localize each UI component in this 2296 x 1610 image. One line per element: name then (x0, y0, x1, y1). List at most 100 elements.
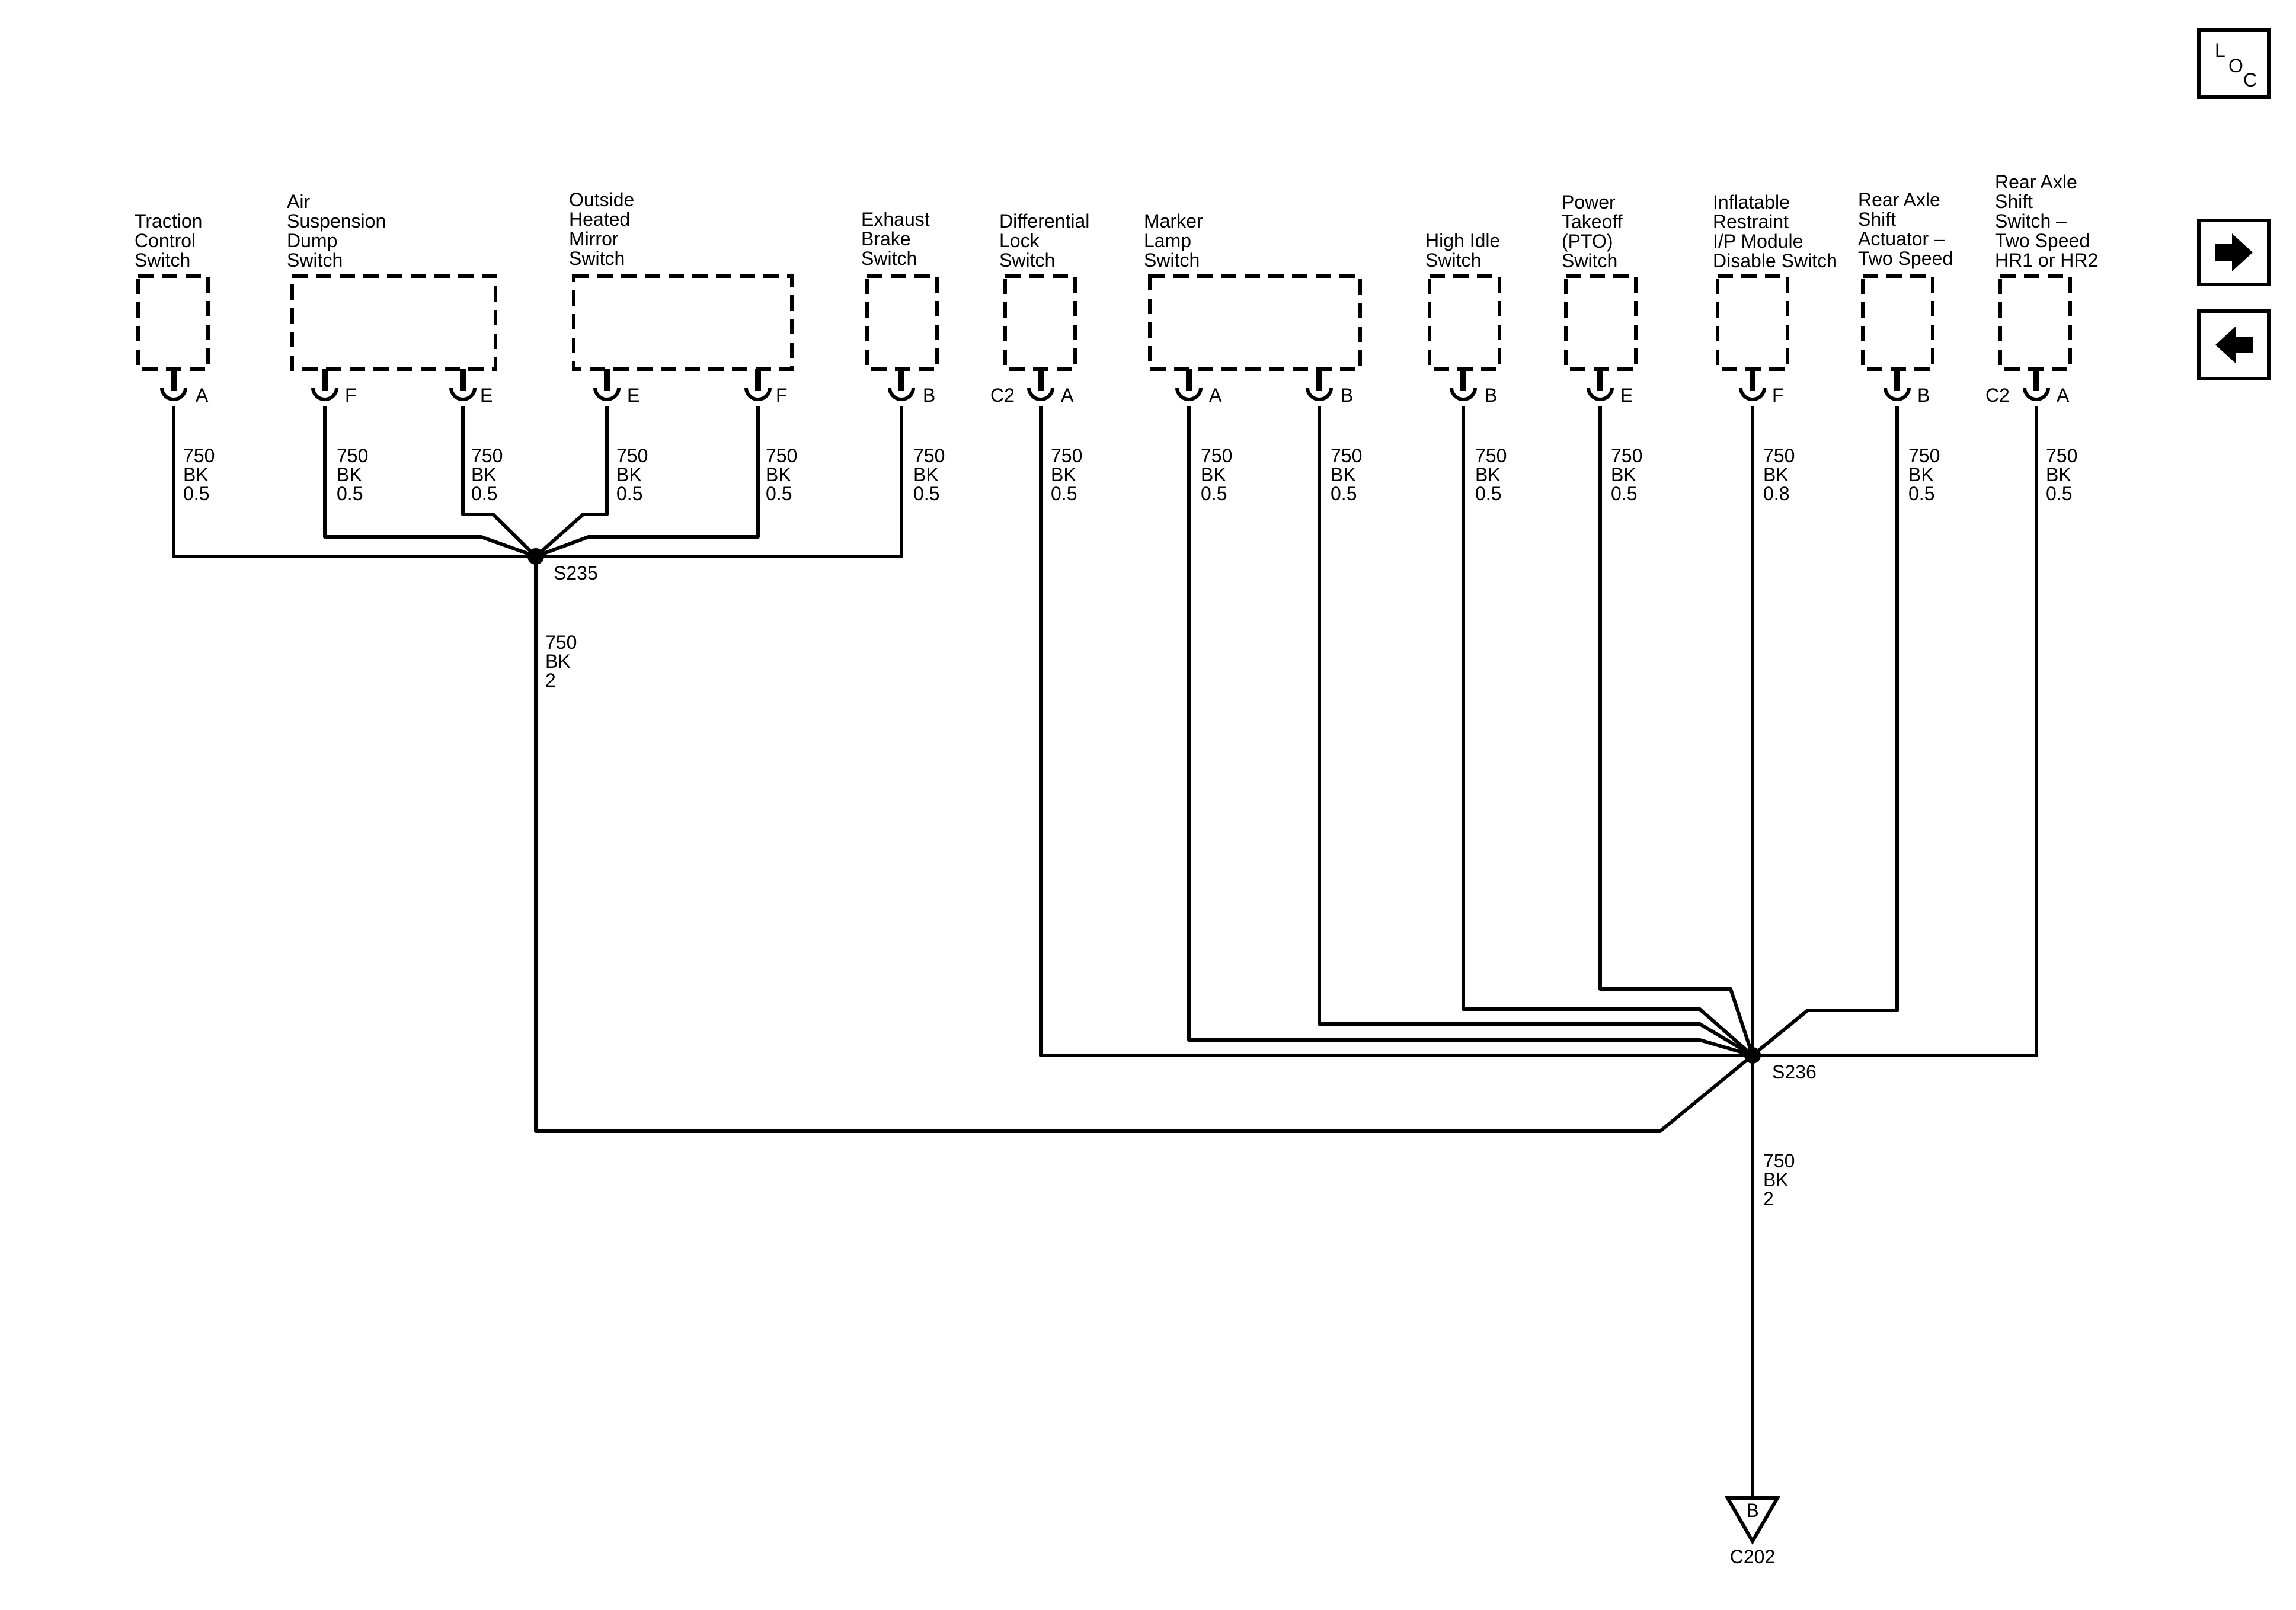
connector-air-susp-f (311, 369, 338, 401)
wire-axle-actuator (1751, 406, 1899, 1057)
svg-text:750: 750 (766, 445, 797, 466)
svg-text:BK: BK (471, 464, 497, 485)
next-page-button[interactable] (2197, 219, 2271, 286)
ground-connector-pin: B (1746, 1500, 1758, 1521)
pin-label: E (480, 385, 493, 406)
svg-text:0.5: 0.5 (1331, 483, 1357, 504)
wire-diff-axle-bus (1039, 406, 2038, 1057)
loc-button[interactable]: L O C (2197, 28, 2271, 99)
svg-text:Traction: Traction (135, 210, 202, 232)
svg-text:Actuator –: Actuator – (1858, 228, 1945, 249)
component-label-pto: Power Takeoff (PTO) Switch (1562, 191, 1623, 271)
svg-text:0.5: 0.5 (183, 483, 209, 504)
svg-text:Switch –: Switch – (1995, 210, 2067, 232)
wires (172, 406, 2038, 1498)
svg-text:BK: BK (616, 464, 642, 485)
svg-text:BK: BK (1763, 1169, 1789, 1190)
svg-text:750: 750 (1331, 445, 1362, 466)
svg-text:0.5: 0.5 (337, 483, 363, 504)
prev-page-button[interactable] (2197, 309, 2271, 380)
svg-text:750: 750 (337, 445, 368, 466)
svg-text:Switch: Switch (999, 249, 1055, 271)
svg-text:High Idle: High Idle (1425, 230, 1500, 251)
svg-text:0.5: 0.5 (616, 483, 642, 504)
svg-text:750: 750 (1611, 445, 1642, 466)
svg-text:750: 750 (913, 445, 945, 466)
pin-label: A (1209, 385, 1222, 406)
svg-text:750: 750 (1051, 445, 1082, 466)
svg-text:Marker: Marker (1144, 210, 1203, 232)
svg-text:0.8: 0.8 (1763, 483, 1789, 504)
svg-text:Two Speed: Two Speed (1858, 248, 1953, 269)
svg-text:BK: BK (1331, 464, 1356, 485)
ground-connector-label: C202 (1730, 1546, 1776, 1567)
connector-exhaust-b (888, 369, 915, 401)
loc-letter-o: O (2228, 55, 2243, 76)
axle-actuator-box (1861, 274, 1934, 371)
wire-label-s235-trunk: 750 BK 2 (545, 632, 577, 691)
arrow-right-icon (2215, 233, 2253, 271)
svg-text:Mirror: Mirror (569, 228, 619, 249)
svg-text:BK: BK (1763, 464, 1789, 485)
svg-text:750: 750 (1763, 445, 1795, 466)
pin-label: F (776, 385, 788, 406)
wire-pto (1598, 406, 1754, 1056)
pin-label: B (1917, 385, 1930, 406)
pin-label: E (627, 385, 639, 406)
svg-text:750: 750 (1201, 445, 1232, 466)
svg-text:Two Speed: Two Speed (1995, 230, 2090, 251)
svg-text:Lock: Lock (999, 230, 1040, 251)
wire-air-susp-e (461, 406, 538, 558)
pin-label: B (1485, 385, 1497, 406)
connector-air-susp-e (449, 369, 477, 401)
differential-lock-switch-box (1003, 274, 1077, 371)
svg-text:Takeoff: Takeoff (1562, 211, 1623, 232)
connector-symbols (160, 369, 2050, 401)
svg-text:2: 2 (545, 670, 556, 691)
svg-text:BK: BK (1611, 464, 1636, 485)
svg-text:BK: BK (1908, 464, 1934, 485)
component-label-exhaust: Exhaust Brake Switch (861, 209, 930, 269)
wire-mirror-e (535, 406, 609, 558)
wire-marker-b (1318, 406, 1754, 1057)
svg-text:BK: BK (1475, 464, 1501, 485)
wire-marker-a (1187, 406, 1753, 1057)
svg-text:0.5: 0.5 (1201, 483, 1227, 504)
svg-text:750: 750 (2046, 445, 2077, 466)
component-label-air-suspension: Air Suspension Dump Switch (287, 191, 386, 271)
pin-letters: A F E E F B C2 A A B B E F B C2 A (196, 385, 2070, 406)
traction-control-switch-box (136, 274, 210, 371)
component-label-marker: Marker Lamp Switch (1144, 210, 1203, 271)
svg-text:BK: BK (337, 464, 362, 485)
svg-text:BK: BK (183, 464, 209, 485)
component-label-axle-actuator: Rear Axle Shift Actuator – Two Speed (1858, 189, 1953, 269)
component-label-axle-switch: Rear Axle Shift Switch – Two Speed HR1 o… (1995, 171, 2098, 271)
exhaust-brake-switch-box (865, 274, 939, 371)
connector-axle-act-b (1884, 369, 1911, 401)
connector-traction-a (160, 369, 187, 401)
svg-text:Heated: Heated (569, 209, 630, 230)
svg-text:0.5: 0.5 (1051, 483, 1077, 504)
wire-label-s236-trunk: 750 BK 2 (1763, 1150, 1795, 1209)
high-idle-switch-box (1428, 274, 1501, 371)
svg-text:750: 750 (1908, 445, 1940, 466)
connector-pto-e (1587, 369, 1614, 401)
splice-s236-label: S236 (1772, 1061, 1817, 1083)
pin-label: F (1772, 385, 1784, 406)
svg-text:BK: BK (1201, 464, 1226, 485)
wire-traction-exhaust-bus (172, 406, 903, 558)
svg-text:Brake: Brake (861, 228, 911, 249)
pin-label: E (1620, 385, 1633, 406)
airbag-disable-switch-box (1716, 274, 1789, 371)
svg-text:0.5: 0.5 (471, 483, 497, 504)
